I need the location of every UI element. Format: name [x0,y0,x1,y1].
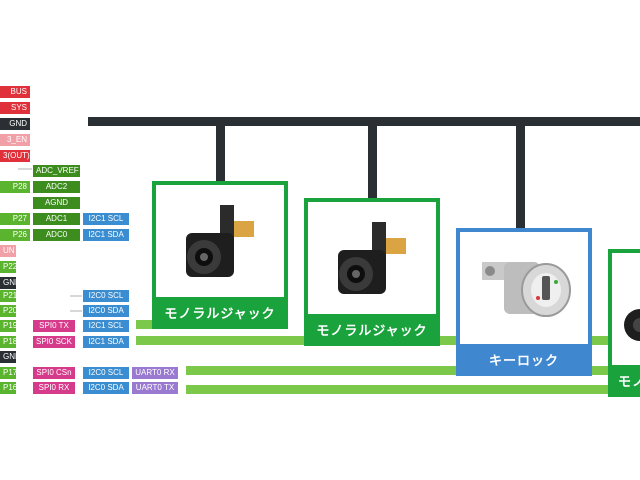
bus-bar [88,117,640,126]
module-label: モノラルジャック [164,307,276,322]
module-mono-jack-1: モノラルジャック [152,181,288,329]
pin-adc1: ADC1 [33,213,80,225]
pin-spi0-tx: SPI0 TX [33,320,75,332]
pin-adc0: ADC0 [33,229,80,241]
pin-adc-vref: ADC_VREF [33,165,80,177]
pin-spi0-csn: SPI0 CSn [33,367,75,379]
pin-i2c1-sda-a: I2C1 SDA [83,229,129,241]
pin-gnd-3: GND [0,351,16,363]
module-mono-jack-2: モノラルジャック [304,198,440,346]
module-key-lock: キーロック [456,228,592,376]
pin-uart0-rx: UART0 RX [132,367,178,379]
pin-i2c1-sda-b: I2C1 SDA [83,336,129,348]
mono-jack-photo [612,253,640,365]
pin-gp17: P17 [0,367,16,379]
pin-i2c0-sda-a: I2C0 SDA [83,305,129,317]
pin-i2c1-scl-a: I2C1 SCL [83,213,129,225]
module-mono-jack-3: モノ [608,249,640,397]
pin-spi0-rx: SPI0 RX [33,382,75,394]
module-label: モノラルジャック [316,324,428,339]
key-lock-icon [482,262,571,317]
pin-vsys: SYS [0,102,30,114]
bus-drop-3 [516,126,525,228]
pin-gp27: P27 [0,213,30,225]
pin-i2c0-scl-a: I2C0 SCL [83,290,129,302]
module-label: モノ [618,375,640,390]
mono-jack-icon [186,205,254,277]
bus-drop-2 [368,126,377,198]
pin-agnd: AGND [33,197,80,209]
pin-run: UN [0,245,16,257]
mono-jack-photo [156,185,284,297]
pin-gp18: P18 [0,336,16,348]
pin-adc2: ADC2 [33,181,80,193]
pin-gp19: P19 [0,320,16,332]
pin-i2c0-scl-b: I2C0 SCL [83,367,129,379]
pin-gp16: P16 [0,382,16,394]
pin-vbus: BUS [0,86,30,98]
pin-3v3-out: 3(OUT) [0,150,30,162]
bus-drop-1 [216,126,225,182]
wire-gp17 [186,366,640,375]
pin-gnd-2: GND [0,277,16,289]
mono-jack-icon [338,222,406,294]
pin-gp22: P22 [0,261,16,273]
wire-gp16 [186,385,640,394]
pin-spi0-sck: SPI0 SCK [33,336,75,348]
mono-jack-photo [308,202,436,314]
pin-i2c1-scl-b: I2C1 SCL [83,320,129,332]
pin-3v3-en: 3_EN [0,134,30,146]
key-lock-photo [460,232,588,344]
mono-jack-icon [624,309,640,341]
module-label: キーロック [488,354,559,369]
pin-gp28: P28 [0,181,30,193]
pin-gnd-1: GND [0,118,30,130]
pin-i2c0-sda-b: I2C0 SDA [83,382,129,394]
pin-gp20: P20 [0,305,16,317]
wire-gp19 [136,320,156,329]
pin-gp21: P21 [0,290,16,302]
pin-gp26: P26 [0,229,30,241]
pin-uart0-tx: UART0 TX [132,382,178,394]
